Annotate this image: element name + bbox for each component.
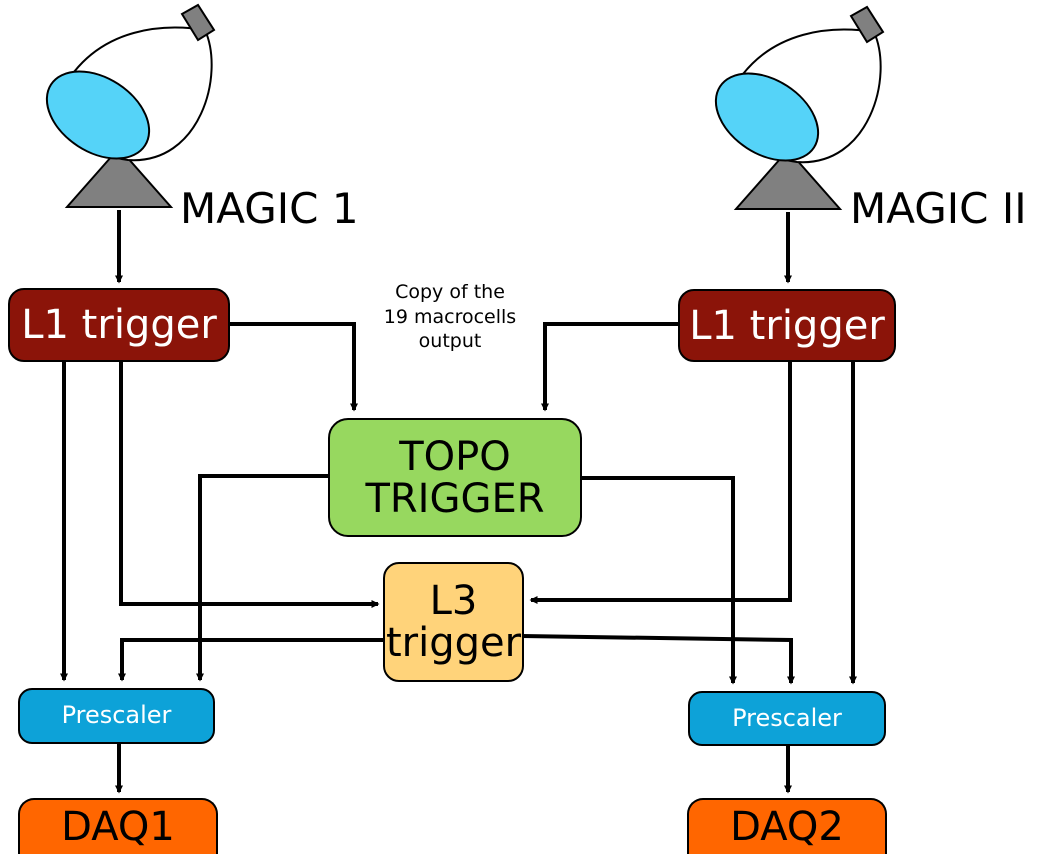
macrocells-note: Copy of the 19 macrocells output <box>380 280 520 354</box>
l3-line-2: trigger <box>385 620 522 666</box>
telescope-2-icon <box>714 5 885 210</box>
l3-trigger-box: L3 trigger <box>383 562 524 682</box>
arrow-topo-to-prescaler-left <box>196 474 330 682</box>
daq1-box: DAQ1 <box>18 798 218 854</box>
telescope-1-icon <box>45 3 216 208</box>
daq2-box: DAQ2 <box>687 798 887 854</box>
topo-trigger-box: TOPO TRIGGER <box>328 418 582 537</box>
arrow-l1-left-to-topo <box>228 322 358 412</box>
topo-line-2: TRIGGER <box>365 475 545 522</box>
topo-line-1: TOPO <box>399 433 511 480</box>
magic2-label: MAGIC II <box>850 184 1027 233</box>
l1-trigger-right-box: L1 trigger <box>678 289 896 362</box>
arrow-l3-to-prescaler-left <box>118 638 385 682</box>
l1-trigger-left-box: L1 trigger <box>8 288 230 362</box>
note-line-1: Copy of the <box>395 281 505 303</box>
note-line-2: 19 macrocells <box>383 305 517 328</box>
prescaler-right-box: Prescaler <box>688 691 886 746</box>
arrow-l3-to-prescaler-right <box>521 634 795 685</box>
l3-line-1: L3 <box>429 578 478 624</box>
note-line-3: output <box>418 330 482 353</box>
arrow-l1-right-to-l3 <box>529 362 792 604</box>
arrow-l1-right-to-topo <box>541 322 681 412</box>
magic1-label: MAGIC 1 <box>180 184 359 233</box>
prescaler-left-box: Prescaler <box>18 688 215 744</box>
arrow-l1-left-to-l3 <box>119 362 380 608</box>
arrow-topo-to-prescaler-right <box>580 476 737 685</box>
